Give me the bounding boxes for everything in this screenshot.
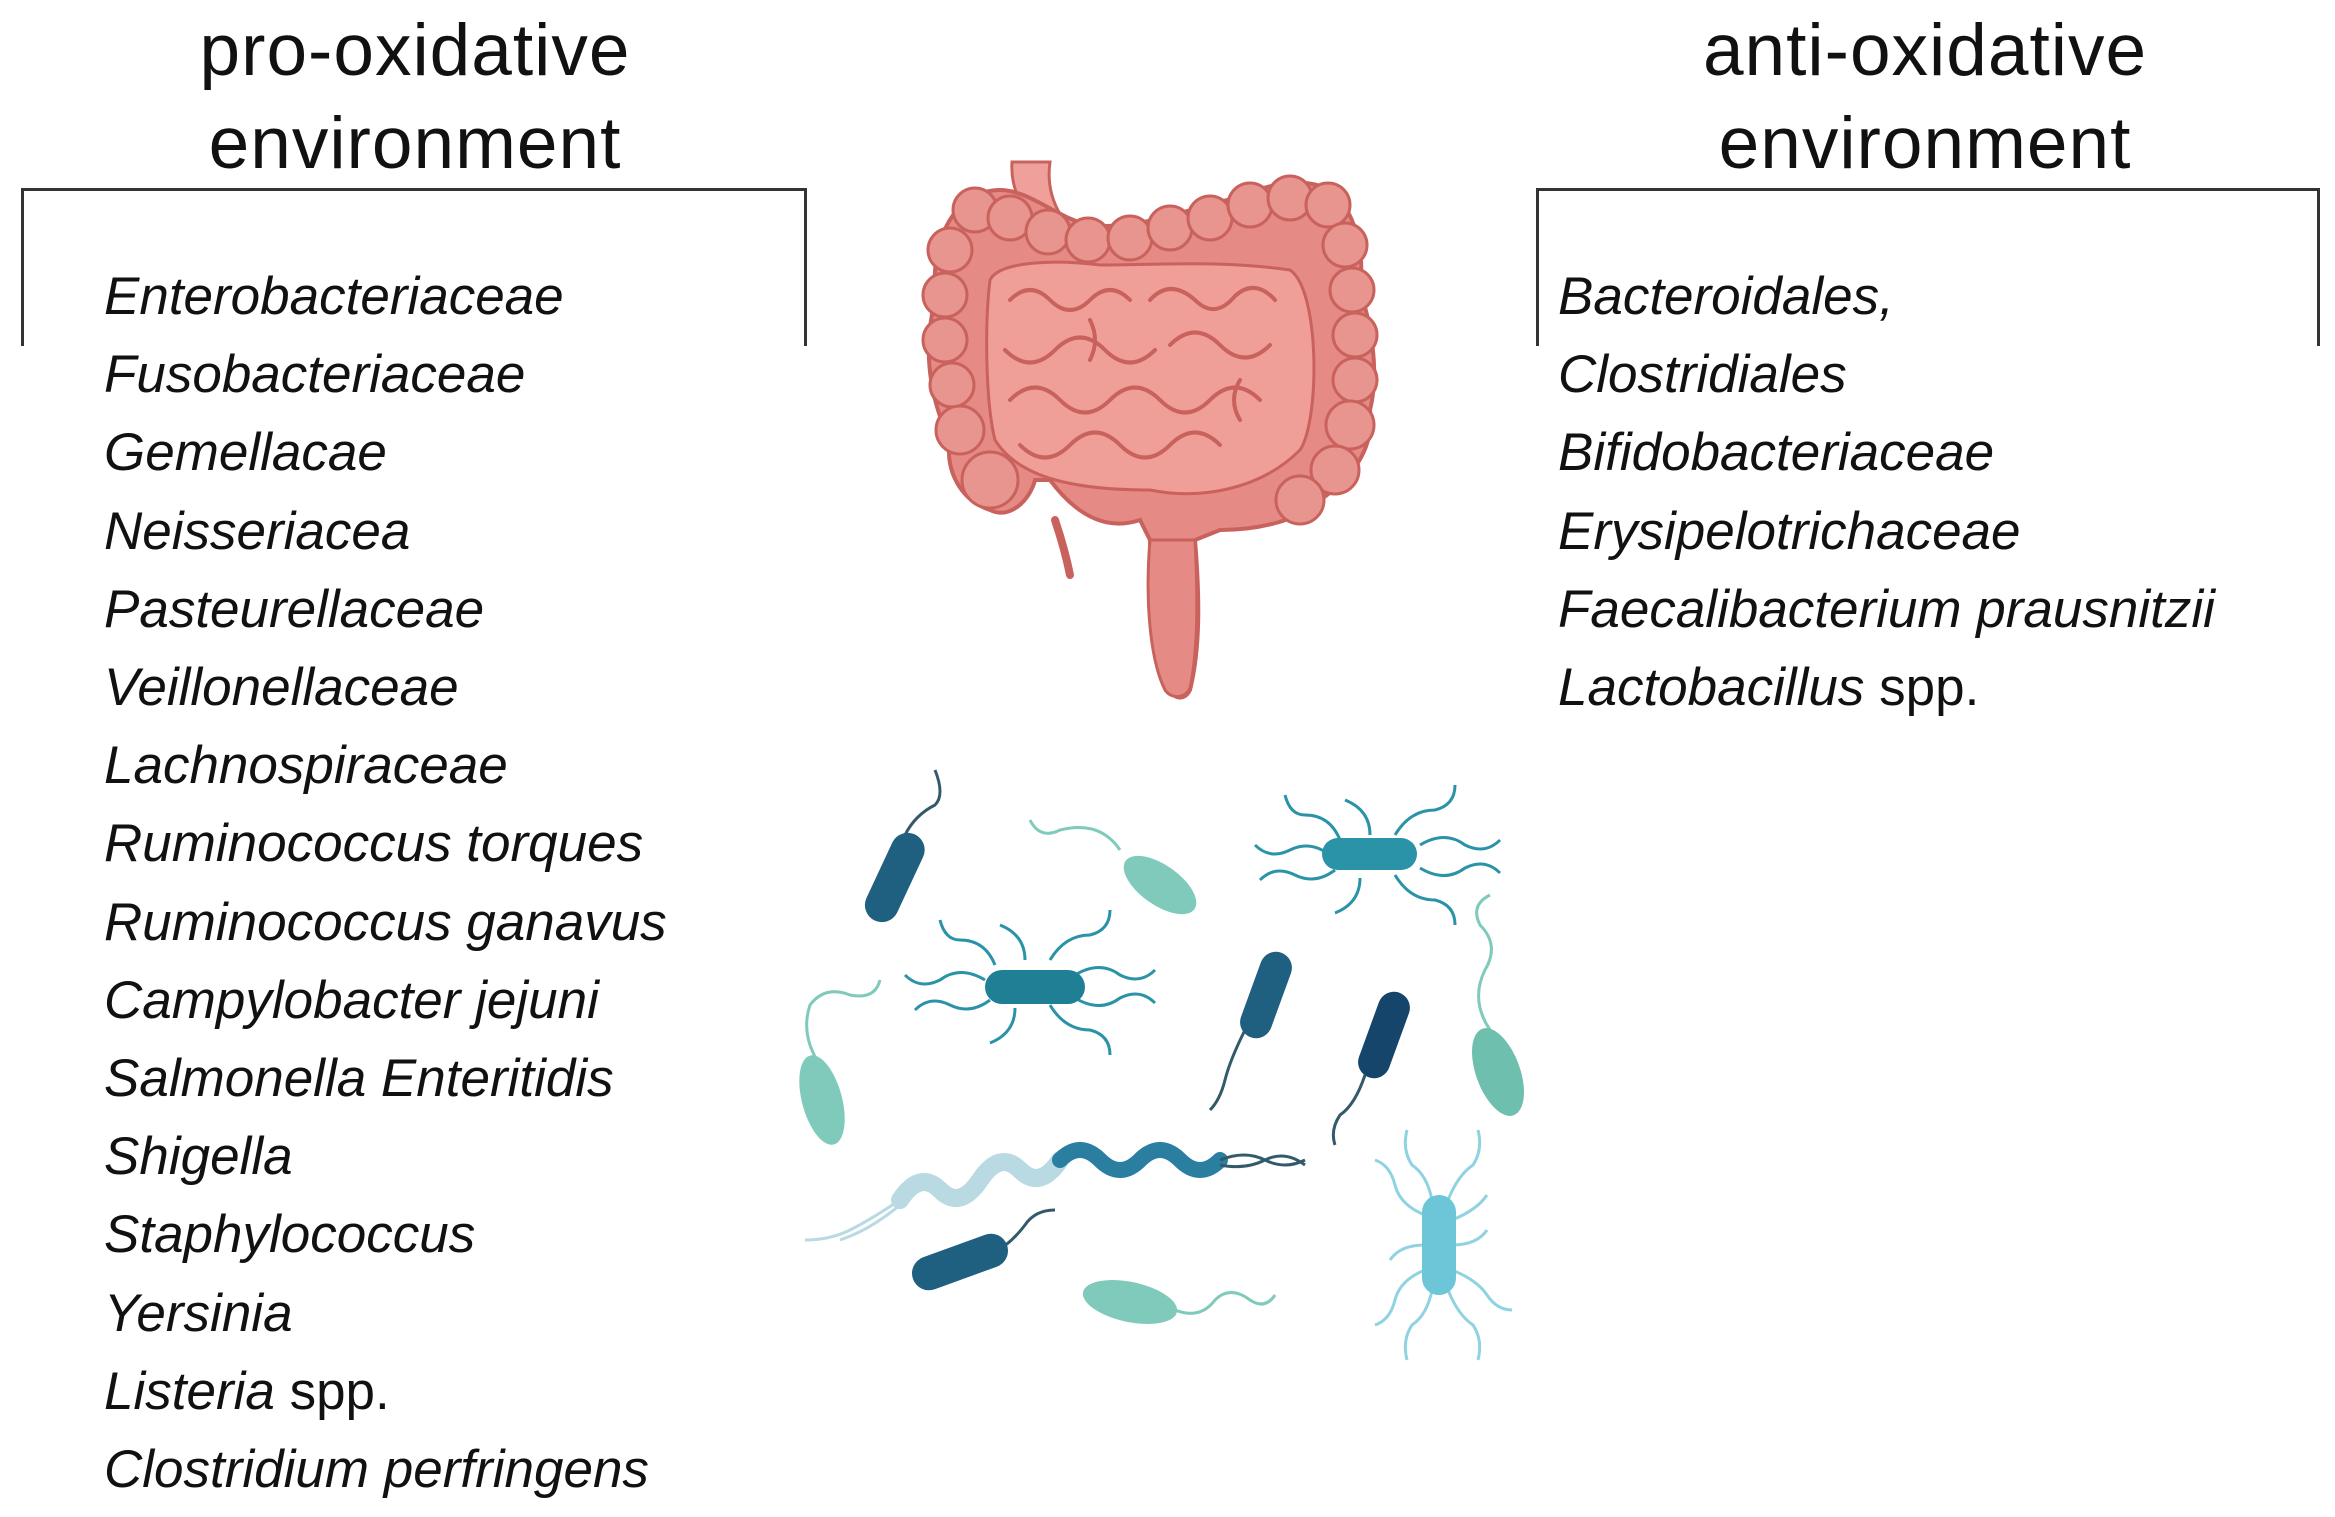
bacterium-rod-dark	[864, 769, 942, 923]
bacterium-rod-dark-3	[1331, 991, 1410, 1146]
taxon-name: Campylobacter jejuni	[104, 970, 599, 1030]
taxon-name: Neisseriacea	[104, 501, 411, 561]
taxon-name: Bifidobacteriaceae	[1558, 423, 1995, 483]
taxon-name: Ruminococcus torques	[104, 814, 644, 874]
pro-oxidative-bracket	[21, 188, 807, 346]
bacterium-comma-light	[1028, 819, 1197, 915]
taxon-name: Enterobacteriaceae	[104, 267, 564, 326]
taxon-item: Salmonella Enteritidis	[104, 1040, 667, 1118]
taxon-item: Fusobacteriaceae	[104, 336, 667, 414]
taxon-item: Enterobacteriaceae	[104, 258, 667, 336]
taxon-item: Faecalibacterium prausnitzii	[1558, 571, 2215, 649]
taxon-item: Lactobacillus spp.	[1558, 649, 2215, 727]
taxon-name: Pasteurellaceae	[104, 579, 485, 639]
taxon-item: Erysipelotrichaceae	[1558, 493, 2215, 571]
taxon-item: Clostridium perfringens	[104, 1431, 667, 1509]
taxon-name: Veillonellaceae	[104, 658, 459, 718]
taxon-item: Ruminococcus torques	[104, 805, 667, 883]
taxon-name: Ruminococcus ganavus	[104, 892, 667, 952]
taxon-name: Bacteroidales,	[1558, 267, 1894, 326]
taxon-suffix: spp.	[1864, 658, 1980, 718]
taxon-name: Shigella	[104, 1127, 293, 1187]
taxon-item: Bifidobacteriaceae	[1558, 414, 2215, 492]
taxon-item: Pasteurellaceae	[104, 571, 667, 649]
taxon-name: Staphylococcus	[104, 1205, 476, 1265]
taxon-name: Fusobacteriaceae	[104, 345, 526, 405]
taxon-item: Ruminococcus ganavus	[104, 884, 667, 962]
taxon-name: Lachnospiraceae	[104, 736, 508, 796]
taxon-item: Listeria spp.	[104, 1353, 667, 1431]
intestine-icon	[921, 160, 1379, 700]
taxon-item: Campylobacter jejuni	[104, 962, 667, 1040]
heading-line-2: environment	[1718, 103, 2132, 184]
taxon-item: Shigella	[104, 1118, 667, 1196]
bacteria-cluster-icon	[799, 769, 1524, 1361]
bacterium-flagellated-teal	[1253, 784, 1502, 926]
taxon-item: Clostridiales	[1558, 336, 2215, 414]
taxon-name: Yersinia	[104, 1283, 293, 1343]
taxon-suffix: spp.	[274, 1361, 390, 1421]
taxon-name: Clostridiales	[1558, 345, 1847, 405]
taxon-item: Yersinia	[104, 1275, 667, 1353]
bacterium-comma-light-2	[799, 979, 882, 1145]
taxon-item: Veillonellaceae	[104, 649, 667, 727]
taxon-item: Staphylococcus	[104, 1196, 667, 1274]
taxon-item: Gemellacae	[104, 414, 667, 492]
taxon-name: Salmonella Enteritidis	[104, 1049, 614, 1109]
taxon-name: Gemellacae	[104, 423, 387, 483]
taxon-name: Lactobacillus	[1558, 658, 1865, 718]
bacterium-rod-dark-2	[1208, 951, 1292, 1112]
taxon-item: Lachnospiraceae	[104, 727, 667, 805]
heading-line-1: anti-oxidative	[1702, 10, 2148, 91]
heading-line-2: environment	[208, 103, 622, 184]
bacterium-spirochete-teal	[1052, 1142, 1306, 1178]
bacterium-comma-light-3	[1472, 893, 1524, 1116]
pro-oxidative-heading: pro-oxidative environment	[20, 4, 810, 190]
heading-line-1: pro-oxidative	[199, 10, 631, 91]
anti-oxidative-bracket	[1536, 188, 2320, 346]
bacterium-spirochete-pale	[804, 1151, 1069, 1242]
anti-oxidative-heading: anti-oxidative environment	[1530, 4, 2320, 190]
bacterium-flagellated-light	[1374, 1129, 1513, 1361]
bacterium-rod-dark-4	[911, 1208, 1056, 1291]
bacterium-comma-light-4	[1082, 1280, 1277, 1324]
taxon-item: Neisseriacea	[104, 493, 667, 571]
taxon-name: Erysipelotrichaceae	[1558, 501, 2021, 561]
taxon-item: Bacteroidales,	[1558, 258, 2215, 336]
taxon-name: Clostridium perfringens	[104, 1440, 649, 1500]
bacterium-flagellated-teal-2	[903, 909, 1157, 1056]
taxon-name: Listeria	[104, 1361, 275, 1421]
taxon-name: Faecalibacterium prausnitzii	[1558, 579, 2215, 639]
